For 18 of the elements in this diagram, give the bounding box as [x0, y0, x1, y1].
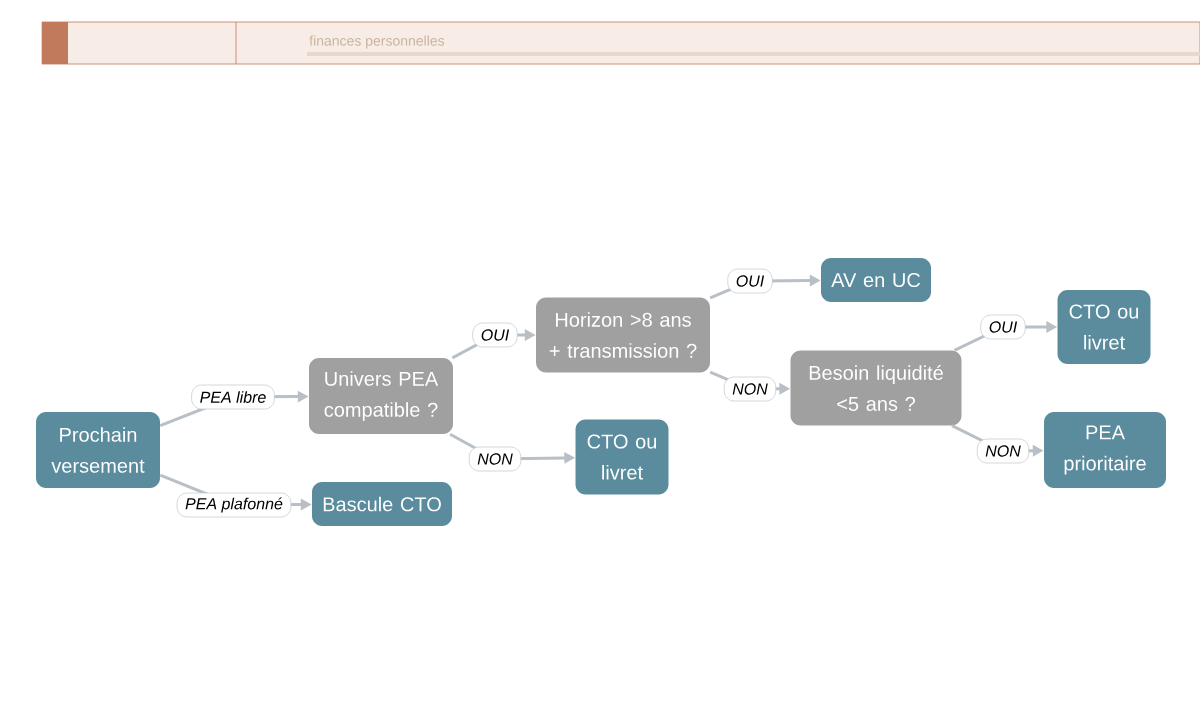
decision-box: Univers PEA compatible ? — [309, 358, 453, 434]
outcome-box: CTO ou livret — [1057, 290, 1151, 364]
decision-box: Horizon >8 ans + transmission ? — [536, 297, 710, 373]
outcome-box: AV en UC — [821, 258, 931, 302]
edge-label: NON — [723, 376, 777, 402]
edge-label: OUI — [980, 314, 1026, 340]
outcome-box: PEA prioritaire — [1044, 412, 1166, 488]
decision-box: Besoin liquidité <5 ans ? — [790, 350, 962, 426]
outcome-box: Bascule CTO — [312, 482, 452, 526]
edge-label: NON — [468, 446, 522, 472]
edge-label: PEA libre — [191, 384, 275, 410]
outcome-box: CTO ou livret — [575, 419, 669, 495]
tagline: finances personnelles — [309, 35, 445, 49]
outcome-box: Prochain versement — [36, 412, 160, 488]
edge-label: OUI — [472, 322, 518, 348]
edge-label: OUI — [727, 268, 773, 294]
edge-label: PEA plafonné — [176, 492, 292, 518]
edge-label: NON — [976, 438, 1030, 464]
